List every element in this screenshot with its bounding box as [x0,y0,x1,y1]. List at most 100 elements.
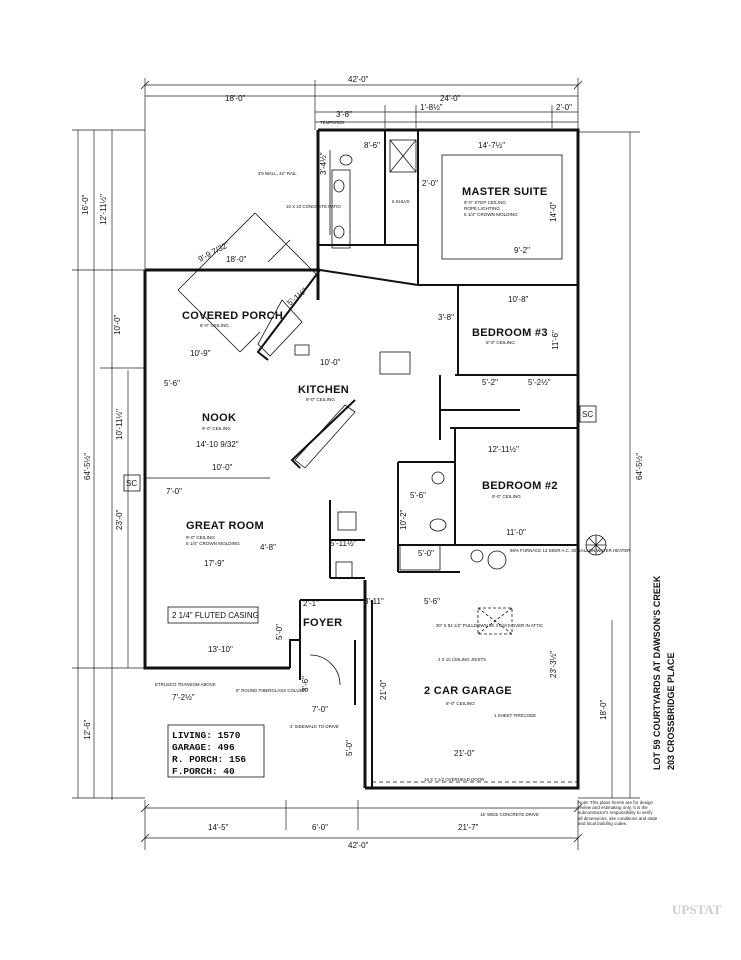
dim-17-9: 17'-9" [204,559,225,568]
note-column: 8" ROUND FIBERGLASS COLUMN [236,688,306,693]
room-labels: MASTER SUITE 9'-0" STEP CEILING ROPE LIG… [172,186,558,706]
dim-4-8: 4'-8" [260,543,276,552]
legend-garage: GARAGE: 496 [172,742,235,753]
dim-bottom-b: 6'-0" [312,823,328,832]
area-legend: LIVING: 1570 GARAGE: 496 R. PORCH: 156 F… [172,730,246,777]
sc-label-left: SC [126,479,137,488]
dim-left-23: 23'-0" [115,509,124,530]
dim-14-10: 14'-10 9/32" [196,440,239,449]
dim-2-1: 2'-1" [303,599,319,608]
dim-5-0c: 5'-0" [345,740,354,756]
dim-10-0: 10'-0" [320,358,341,367]
dim-right-23: 23'-3½" [549,651,558,678]
dim-5-11: 5'-11½" [330,539,357,548]
great-room-note-2: 5 1/4" CROWN MOLDING [186,541,240,546]
fixtures [123,80,607,843]
note-firecode: 1 SHEET FIRECODE [494,713,536,718]
dim-left-16: 16'-0" [81,194,90,215]
master-note-1: 9'-0" STEP CEILING [464,200,506,205]
room-bedroom-3: BEDROOM #3 [472,327,548,339]
dim-bottom-a: 14'-5" [208,823,229,832]
room-foyer: FOYER [303,617,342,629]
legend-living: LIVING: 1570 [172,730,241,741]
dim-bottom-total: 42'-0" [348,841,369,850]
legend-fporch: F.PORCH: 40 [172,766,235,777]
note-tempered: TEMPERED [320,120,344,125]
master-note-3: 5 1/4" CROWN MOLDING [464,212,518,217]
kitchen-note: 9'-0" CEILING [306,397,335,402]
dim-5-6b: 5'-6" [410,491,426,500]
garage-note: 8'-0" CEILING [446,701,475,706]
exterior-walls [143,128,580,790]
room-master-suite: MASTER SUITE [462,186,548,198]
dim-3-8: 3'-8" [438,313,454,322]
note-pulldown: 30" X 54 1/2" PULLDOWN W/ 4 BAYS OVER IN… [436,623,543,628]
dim-5-0b: 5'-0" [275,624,284,640]
dim-14-0: 14'-0" [549,201,558,222]
great-room-note-1: 9'-0" CEILING [186,535,215,540]
dim-9-2: 9'-2" [514,246,530,255]
dim-top-left: 18'-0" [225,94,246,103]
note-wall-rail: 3'0 WALL, 42" RAIL [258,171,297,176]
fluted-casing-label: 2 1/4" FLUTED CASING [172,611,259,620]
dim-5-2: 5'-2" [482,378,498,387]
small-notes: TEMPERED 3'0 WALL, 42" RAIL 10 X 10 CONC… [126,120,630,817]
room-great-room: GREAT ROOM [186,520,264,532]
dim-top-total: 42'-0" [348,75,369,84]
note-joists: 2 X 10 CEILING JOISTS [438,657,486,662]
lot-label: LOT 59 COURTYARDS AT DAWSON'S CREEK [652,575,662,770]
room-bedroom-2: BEDROOM #2 [482,480,558,492]
dim-top-c: 2'-0" [556,103,572,112]
dim-5-2b: 5'-2½" [528,378,551,387]
interior-walls [145,130,578,705]
dim-5-6c: 5'-6" [424,597,440,606]
dim-bottom-c: 21'-7" [458,823,479,832]
dim-21-0b: 21'-0" [454,749,475,758]
covered-porch-note: 8'-0" CEILING [200,323,229,328]
dim-7-0b: 7'-0" [312,705,328,714]
bedroom-2-note: 8'-0" CEILING [492,494,521,499]
note-shelves: 5 SHLVS [392,199,410,204]
dim-10-9: 10'-9" [190,349,211,358]
dim-2-0: 2'-0" [422,179,438,188]
dim-3-6: 3'-6" [301,676,310,692]
address-label: 203 CROSSBRIDGE PLACE [666,652,676,770]
dim-left-12b: 12'-6" [83,719,92,740]
dim-12-11: 12'-11½" [488,445,519,454]
room-garage: 2 CAR GARAGE [424,685,512,697]
note-transom: ETRUSCO TRANSOM ABOVE [155,682,216,687]
dim-right-18: 18'-0" [599,699,608,720]
dim-3-4: 3'-4½" [319,152,328,175]
dim-11-6: 11'-6" [551,330,560,350]
dim-13-10: 13'-10" [208,645,233,654]
nook-note: 9'-0" CEILING [202,426,231,431]
dim-14-7: 14'-7½" [478,141,505,150]
dim-top-right: 24'-0" [440,94,461,103]
room-kitchen: KITCHEN [298,384,349,396]
note-overhead: 16 X 7 1/2 OVERHEAD DOOR [424,777,484,782]
dim-21-0: 21'-0" [379,679,388,700]
dim-5-1: 5'-1½" [286,286,309,308]
dim-left-12: 12'-11½" [99,194,108,225]
room-covered-porch: COVERED PORCH [182,310,283,322]
dim-5-0: 5'-0" [418,549,434,558]
dim-top-a: 3'-8" [336,110,352,119]
dim-10-8: 10'-8" [508,295,529,304]
dim-top-b: 1'-8½" [420,103,443,112]
room-nook: NOOK [202,412,236,424]
note-drive: 16' WIDE CONCRETE DRIVE [480,812,539,817]
sc-label-right: SC [582,410,593,419]
dimension-lines [72,78,640,850]
dim-7-0: 7'-0" [166,487,182,496]
dim-left-10b: 10'-11½" [115,409,124,440]
dimension-labels: 42'-0" 18'-0" 24'-0" 3'-8" 1'-8½" 2'-0" … [81,75,644,850]
disclaimer-note: Note: This plans herein are for design r… [578,800,658,826]
note-sidewalk: 4' SIDEWALK TO DRIVE [290,724,339,729]
dim-5-6: 5'-6" [164,379,180,388]
watermark: UPSTAT [672,902,722,917]
note-patio: 10 X 10 CONCRETE PATIO [286,204,341,209]
dim-10-0b: 10'-0" [212,463,233,472]
master-note-2: ROPE LIGHTING [464,206,500,211]
bedroom-3-note: 8'-0" CEILING [486,340,515,345]
